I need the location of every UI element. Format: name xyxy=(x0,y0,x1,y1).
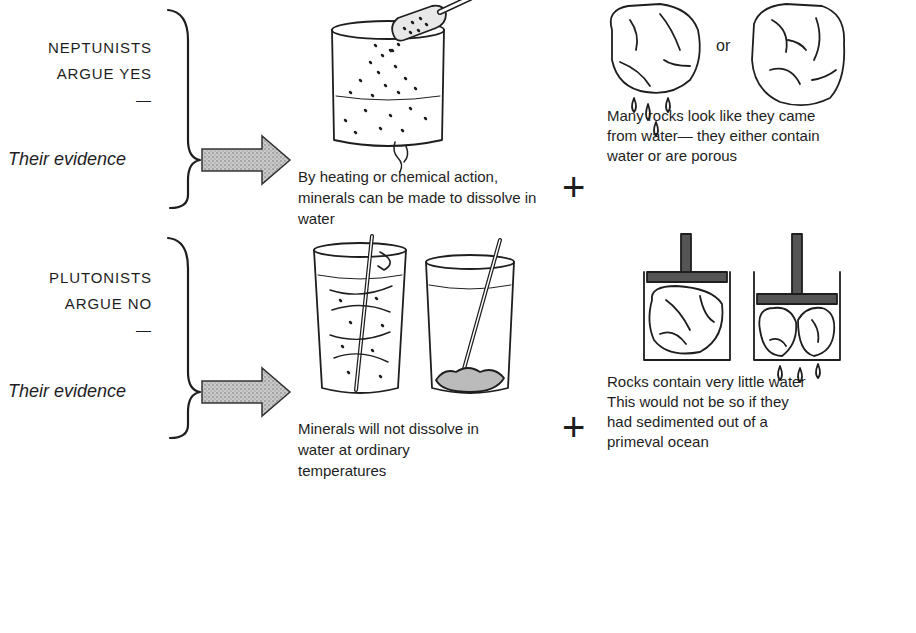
school-heading: NEPTUNISTS ARGUE YES— xyxy=(48,35,152,113)
rock-press xyxy=(754,234,840,382)
evidence-caption: Rocks contain very little water This wou… xyxy=(607,372,817,452)
rock-press xyxy=(644,234,730,360)
plus-sign: + xyxy=(562,162,585,212)
evidence-caption: Many rocks look like they came from wate… xyxy=(607,106,842,166)
school-heading: PLUTONISTS ARGUE NO— xyxy=(49,265,152,343)
evidence-caption: Minerals will not dissolve in water at o… xyxy=(298,418,498,481)
plus-sign: + xyxy=(562,402,585,452)
bracket xyxy=(168,10,200,208)
settled-glass xyxy=(426,240,514,393)
or-word: or xyxy=(716,36,730,56)
scoop xyxy=(392,0,470,51)
beaker xyxy=(332,21,444,172)
evidence-label: Their evidence xyxy=(8,380,126,403)
stirred-glass xyxy=(314,236,406,393)
evidence-label: Their evidence xyxy=(8,148,126,171)
rock xyxy=(752,4,844,105)
evidence-arrow xyxy=(202,136,290,184)
bracket xyxy=(168,238,200,438)
evidence-caption: By heating or chemical action, minerals … xyxy=(298,166,548,229)
evidence-arrow xyxy=(202,368,290,416)
